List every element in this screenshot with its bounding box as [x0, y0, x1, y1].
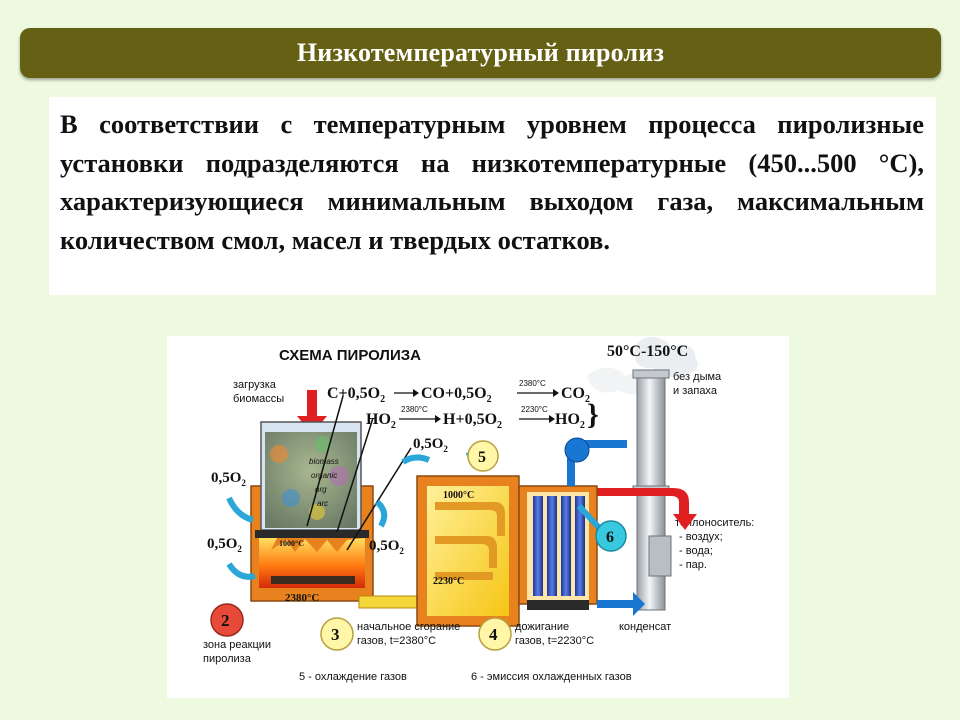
eq2-arrowhead-1 [435, 415, 441, 423]
loading-label-1: загрузка [233, 379, 277, 391]
callout-5 [467, 440, 499, 472]
callout-2 [210, 603, 244, 637]
tube [533, 496, 543, 596]
fire [259, 538, 365, 588]
tube [575, 496, 585, 596]
afterburn-label-1: дожигание [515, 621, 569, 633]
pipe-elbow [564, 437, 590, 463]
baffle [435, 572, 493, 580]
condensate-arrow [597, 592, 645, 616]
callout-6-num: 6 [606, 529, 614, 546]
chimney-cap [632, 369, 670, 379]
temp-2380: 2380°С [285, 592, 319, 604]
afterburn-label-2: газов, t=2230°С [515, 635, 594, 647]
ray [336, 417, 374, 533]
baffle [435, 536, 497, 568]
eq1-arrowhead-2 [553, 389, 559, 397]
zone-label-1: зона реакции [203, 639, 271, 651]
eq2-arrowhead-2 [549, 415, 555, 423]
exchanger-base [527, 600, 589, 610]
temp-1000-b: 1000°С [443, 490, 474, 501]
eq1-temp: 2380°С [519, 379, 546, 388]
no-smoke-label-1: без дыма [673, 371, 722, 383]
o2-right-label: 0,5О2 [369, 538, 404, 556]
brace-icon: } [587, 398, 599, 431]
loading-label-2: биомассы [233, 393, 284, 405]
tube [547, 496, 557, 596]
air-inlet-arrow-1 [226, 496, 254, 523]
eq1-left: С+0,5О2 [327, 385, 385, 405]
pyrolysis-diagram: СХЕМА ПИРОЛИЗА 50°С-150°С без дыма и зап… [167, 336, 789, 698]
callout-5-num: 5 [478, 449, 486, 466]
o2-top-label: 0,5О2 [413, 436, 448, 454]
no-smoke-label-2: и запаха [673, 385, 718, 397]
o2-left-label-1: 0,5О2 [211, 470, 246, 488]
eq1-arrowhead-1 [413, 389, 419, 397]
initial-burn-label-2: газов, t=2380°С [357, 635, 436, 647]
tube [561, 496, 571, 596]
biomass-chunk [329, 466, 349, 486]
eq1-mid: СО+0,5О2 [421, 385, 492, 405]
callout-4 [478, 617, 512, 651]
callout-6 [595, 520, 627, 552]
biomass-word: biomass [309, 457, 339, 466]
callout-2-num: 2 [221, 611, 230, 630]
ray [346, 447, 412, 551]
air-inlet-arrow-3 [374, 499, 388, 528]
page-title: Низкотемпературный пиролиз [296, 38, 665, 67]
eq2-temp-1: 2380°С [401, 405, 428, 414]
legend-6: 6 - эмиссия охлажденных газов [471, 671, 632, 683]
legend-5: 5 - охлаждение газов [299, 671, 407, 683]
baffle [435, 502, 505, 536]
eq2-mid: Н+0,5О2 [443, 411, 502, 431]
callout-3-num: 3 [331, 625, 340, 644]
diagram-heading: СХЕМА ПИРОЛИЗА [279, 347, 421, 364]
temp-2230: 2230°С [433, 576, 464, 587]
eq2-left: НО2 [366, 411, 396, 431]
biomass-chunk [309, 504, 325, 520]
biomass-word: arc [317, 499, 328, 508]
heat-carrier-air: - воздух; [679, 531, 723, 543]
heat-carrier-water: - вода; [679, 545, 713, 557]
biomass-chunk [282, 489, 300, 507]
callout-4-num: 4 [489, 625, 498, 644]
smoke-plume [634, 336, 698, 377]
body-paragraph: В соответствии с температурным уровнем п… [60, 109, 924, 255]
air-inlet-arrow-2 [226, 562, 256, 580]
title-bar: Низкотемпературный пиролиз [20, 28, 941, 78]
zone-label-2: пиролиза [203, 653, 252, 665]
grate [255, 530, 369, 538]
exhaust-temp: 50°С-150°С [607, 343, 688, 360]
eq1-right: СО2 [561, 385, 590, 405]
chimney-valve [648, 535, 672, 577]
biomass-word: organic [311, 471, 337, 480]
initial-burn-label-1: начальное сгорание [357, 621, 460, 633]
air-inlet-arrow-4 [401, 454, 431, 465]
ray [306, 395, 344, 527]
text-box: В соответствии с температурным уровнем п… [49, 97, 936, 295]
temp-1000-a: 1000°С [279, 539, 304, 548]
heat-carrier-label: теплоноситель: [675, 517, 754, 529]
biomass-chunk [270, 445, 288, 463]
biomass-word: org [315, 485, 327, 494]
eq2-right: НО2 [555, 411, 585, 431]
biomass-chunk [315, 436, 331, 452]
condensate-label: конденсат [619, 621, 671, 633]
callout-3 [320, 617, 354, 651]
heat-carrier-arrow [587, 488, 697, 530]
eq2-temp-2: 2230°С [521, 405, 548, 414]
heat-carrier-steam: - пар. [679, 559, 707, 571]
burner-bars [271, 576, 355, 584]
o2-left-label-2: 0,5О2 [207, 536, 242, 554]
